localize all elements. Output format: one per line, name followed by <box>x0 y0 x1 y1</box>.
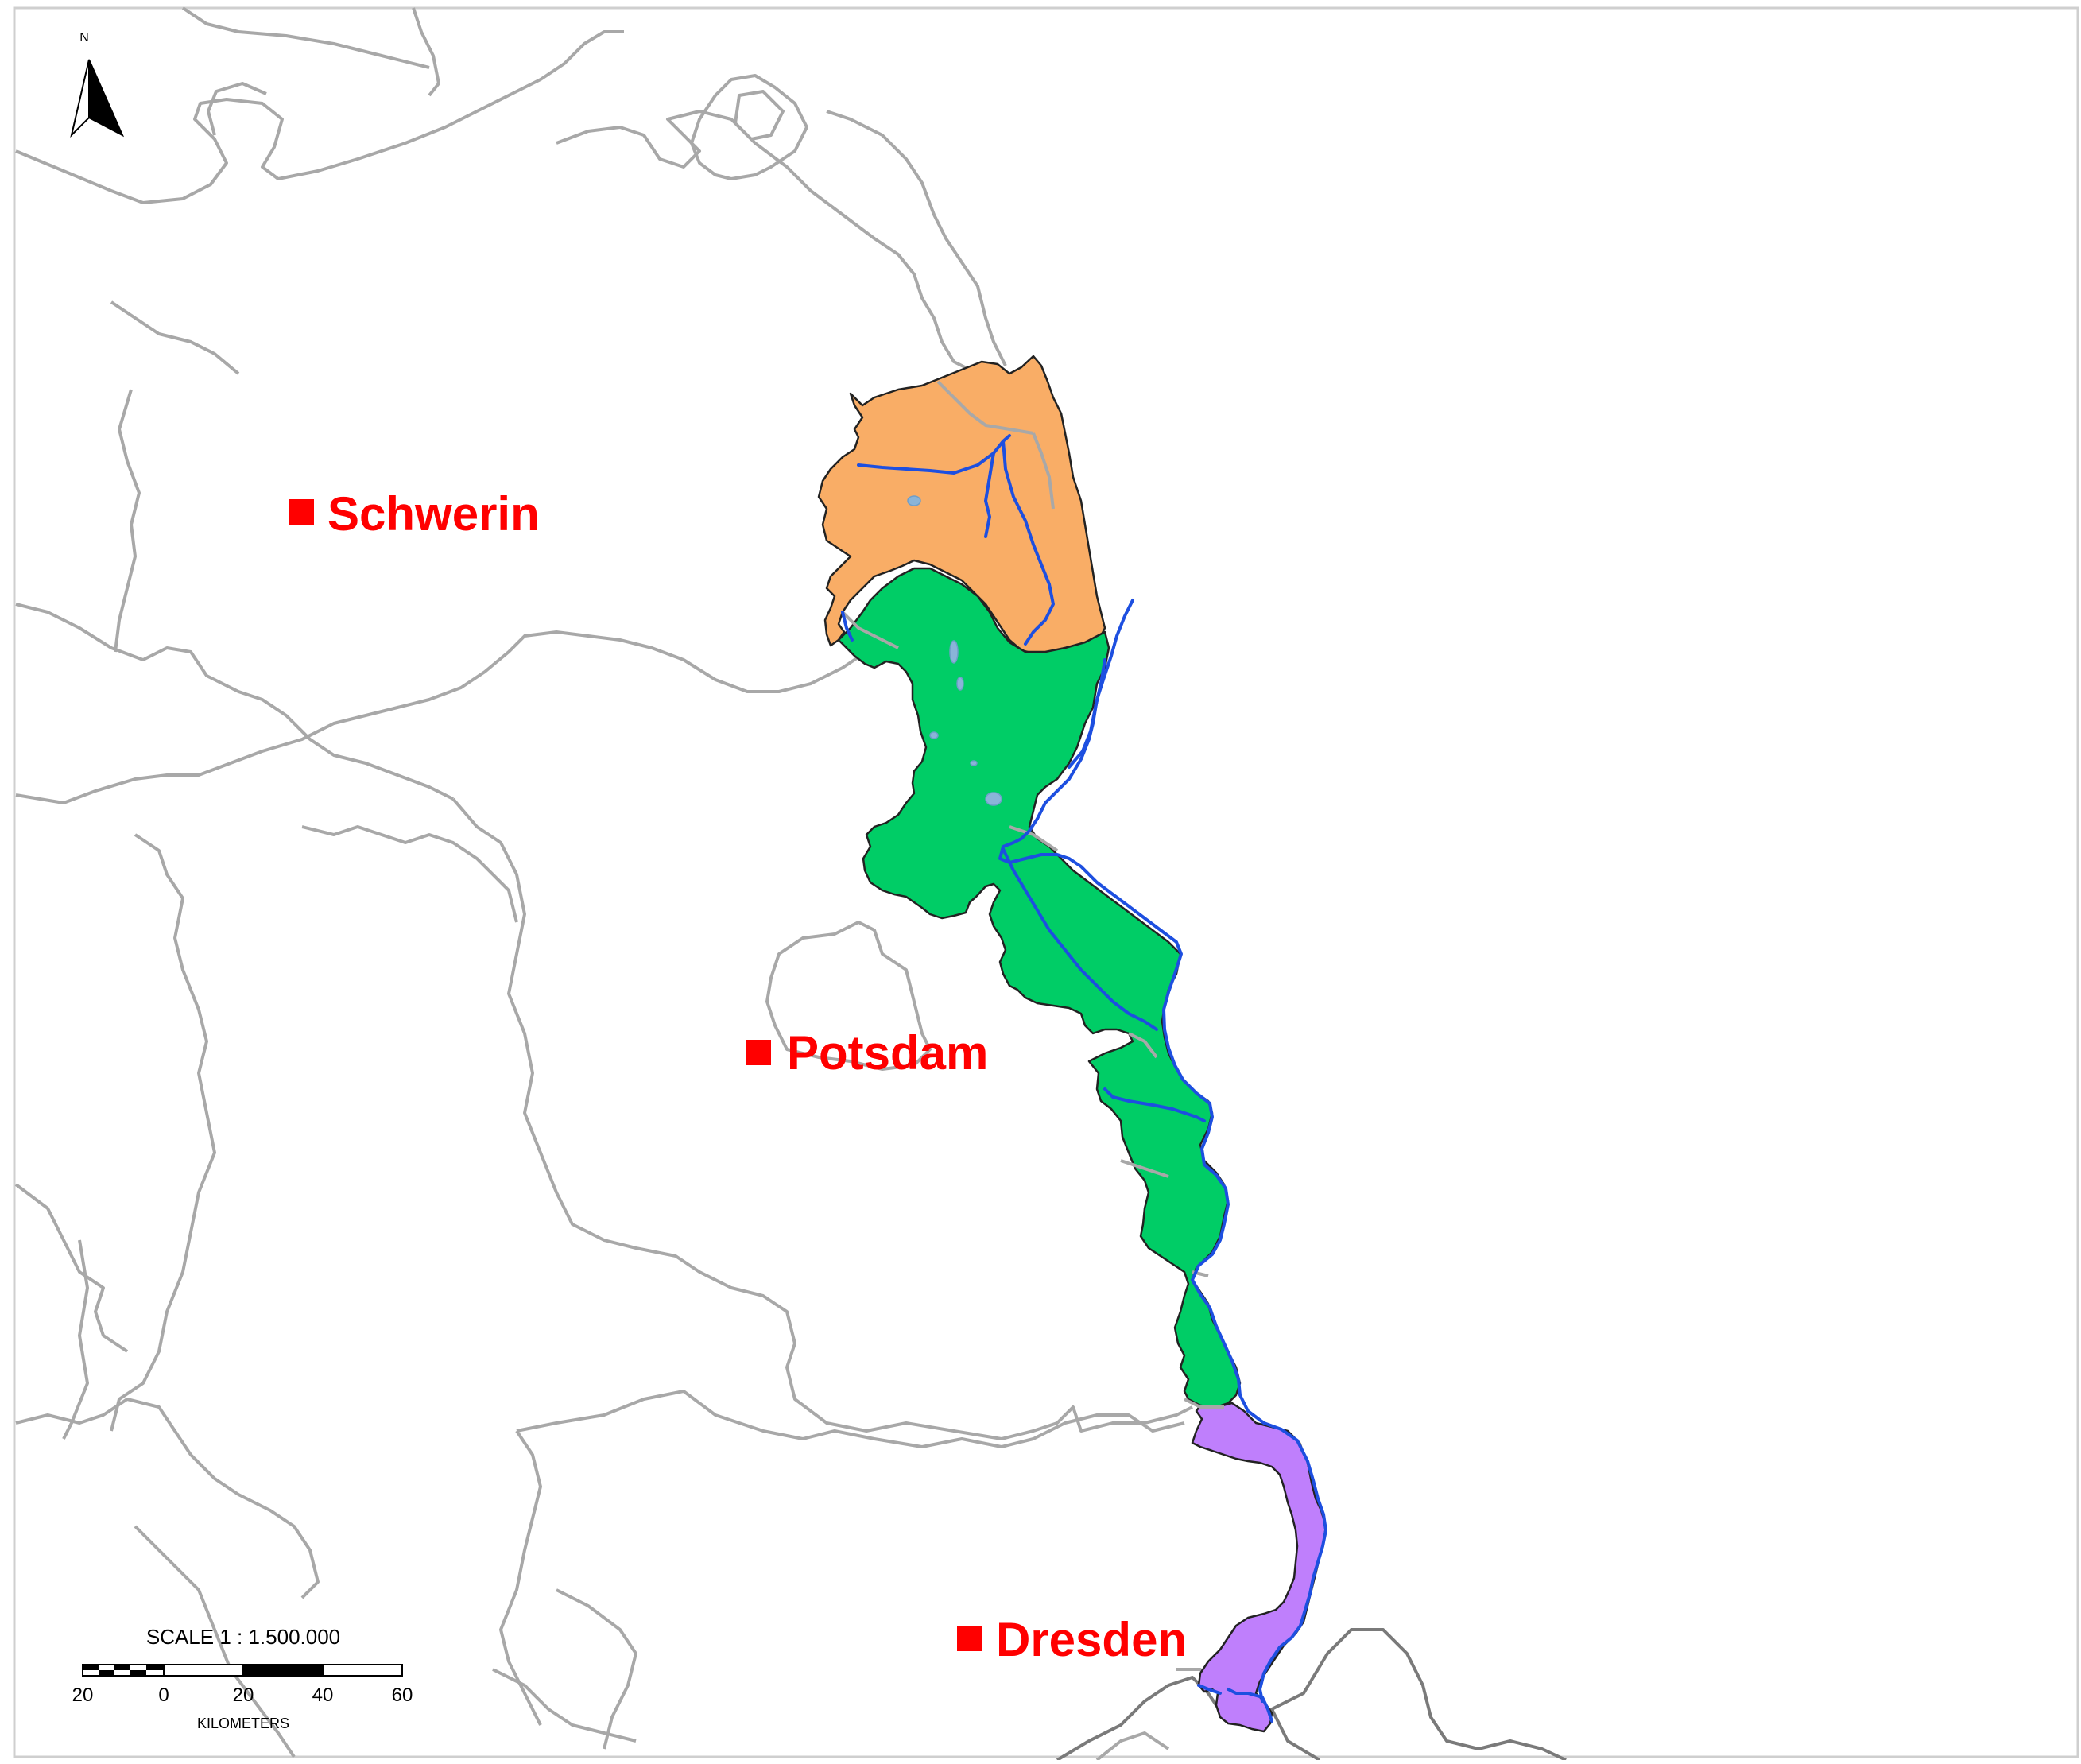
city-marker-schwerin <box>289 499 314 525</box>
river-north-4 <box>841 611 854 642</box>
border-czech <box>1056 1628 1567 1762</box>
border-czech-east <box>1270 1708 1321 1762</box>
north-arrow-right <box>88 59 125 138</box>
border-west-lower <box>110 833 216 1432</box>
border-south-strip <box>556 1588 637 1750</box>
region-south[interactable] <box>1191 1402 1327 1733</box>
city-dresden[interactable]: Dresden <box>957 1613 1187 1666</box>
city-label-schwerin: Schwerin <box>327 487 540 541</box>
city-label-dresden: Dresden <box>996 1613 1187 1666</box>
scale-tick-2: 20 <box>233 1685 254 1706</box>
border-island-inner <box>734 90 785 141</box>
map-frame-border <box>13 6 2079 1758</box>
river-warta <box>1002 847 1158 1031</box>
city-marker-dresden <box>957 1626 982 1651</box>
river-north-2 <box>984 452 995 538</box>
border-south-mid <box>1095 1731 1170 1762</box>
region-internal-borders <box>841 380 1224 1409</box>
river-oder-mid <box>998 817 1211 1105</box>
city-marker-potsdam <box>746 1040 771 1065</box>
border-sa-saxony <box>499 1429 542 1726</box>
border-island <box>690 74 808 180</box>
scale-tick-4: 60 <box>392 1685 413 1706</box>
border-coast-mid <box>556 110 1034 379</box>
lake-2 <box>949 640 959 664</box>
north-arrow: N <box>70 31 125 138</box>
scale-title: SCALE 1 : 1.500.000 <box>146 1625 340 1649</box>
rivers <box>841 434 1327 1723</box>
scale-bar: SCALE 1 : 1.500.000 20 0 20 40 60 KILOME… <box>72 1625 413 1731</box>
lake-3 <box>956 677 964 691</box>
admin-borders <box>14 6 1567 1762</box>
border-coast-east <box>826 110 1007 366</box>
border-thuringia <box>15 1398 320 1599</box>
scale-tick-3: 40 <box>312 1685 334 1706</box>
river-north-1 <box>857 434 1011 475</box>
border-saxony-north <box>516 1390 1185 1448</box>
border-lower-right <box>492 1668 637 1743</box>
river-north-3 <box>1002 440 1055 646</box>
border-sa-west <box>62 1239 89 1440</box>
lake-4 <box>985 792 1002 806</box>
city-label-potsdam: Potsdam <box>787 1026 988 1080</box>
river-south-west <box>1197 1684 1222 1695</box>
scale-tick-1: 0 <box>158 1685 169 1706</box>
region-middle[interactable] <box>837 567 1242 1409</box>
border-bight <box>110 300 240 375</box>
city-schwerin[interactable]: Schwerin <box>289 487 540 541</box>
border-west-mid <box>301 825 518 923</box>
river-oder-lower <box>1191 1102 1327 1532</box>
river-oder-branch <box>1068 658 1106 769</box>
north-arrow-label: N <box>79 31 89 45</box>
river-neisse <box>1258 1529 1327 1703</box>
border-mv-south <box>114 389 141 653</box>
north-arrow-left <box>70 59 90 138</box>
border-lower-west <box>134 1525 296 1758</box>
border-mv-brandenburg <box>15 630 868 804</box>
lake-6 <box>970 760 978 766</box>
border-sa-south <box>14 1183 129 1353</box>
border-coast-west <box>15 30 624 204</box>
scale-unit: KILOMETERS <box>197 1716 289 1731</box>
border-brandenburg-west <box>451 797 1193 1440</box>
border-top <box>181 6 430 69</box>
scale-tick-0: 20 <box>72 1685 94 1706</box>
lake-1 <box>907 495 921 506</box>
border-coast-bay <box>207 82 267 136</box>
river-spree-branch <box>1103 1087 1206 1122</box>
city-potsdam[interactable]: Potsdam <box>746 1026 988 1080</box>
lakes <box>907 495 1002 806</box>
lake-5 <box>929 731 939 739</box>
border-berlin <box>765 921 932 1071</box>
border-west-state <box>15 603 454 801</box>
border-upper-left <box>412 7 440 97</box>
river-south-loop <box>1227 1688 1273 1723</box>
